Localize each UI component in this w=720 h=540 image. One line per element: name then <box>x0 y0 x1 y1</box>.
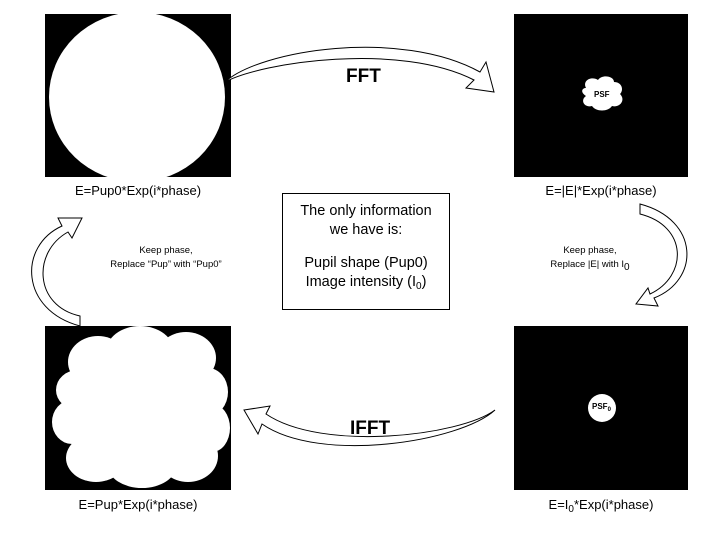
caption-replaced-post: *Exp(i*phase) <box>573 497 654 512</box>
info-line-2: we have is: <box>329 222 403 238</box>
left-note-line1: Keep phase, <box>139 245 193 256</box>
right-note-line1: Keep phase, <box>563 245 617 256</box>
pupil-circle <box>49 12 225 182</box>
info-box: The only information we have is: Pupil s… <box>282 193 450 310</box>
right-loop-arrow <box>635 203 688 307</box>
caption-pupil: E=Pup0*Exp(i*phase) <box>74 183 202 198</box>
caption-replaced-pre: E=I <box>548 497 569 512</box>
caption-field-amplitude: E=|E|*Exp(i*phase) <box>545 183 657 198</box>
psf0-label-main: PSF <box>592 402 608 411</box>
info-line-4-sub: 0 <box>416 281 422 292</box>
psf0-label: PSF0 <box>592 402 611 413</box>
fft-arrow <box>224 46 495 93</box>
left-note-line2: Replace “Pup” with “Pup0” <box>110 259 222 270</box>
info-line-4-pre: Image intensity (I <box>305 274 416 290</box>
psf-blob <box>582 76 623 111</box>
info-line-4: Image intensity (I0) <box>283 273 449 296</box>
right-note-line2-pre: Replace |E| with I <box>550 259 625 270</box>
psf0-label-sub: 0 <box>607 407 611 413</box>
right-note-line2-sub: 0 <box>624 262 630 273</box>
left-step-note: Keep phase, Replace “Pup” with “Pup0” <box>86 244 246 272</box>
info-line-4-post: ) <box>421 274 427 290</box>
fft-label: FFT <box>346 66 381 87</box>
psf0-disc <box>588 394 616 422</box>
right-step-note: Keep phase, Replace |E| with I0 <box>530 244 650 275</box>
info-line-3: Pupil shape (Pup0) <box>304 255 428 271</box>
ifft-label: IFFT <box>350 418 391 439</box>
info-line-1: The only information <box>300 203 432 219</box>
psf-label: PSF <box>594 90 610 99</box>
left-loop-arrow <box>31 217 83 327</box>
distorted-pupil-cloud <box>52 326 230 488</box>
caption-distorted-pupil: E=Pup*Exp(i*phase) <box>78 497 198 512</box>
ifft-arrow <box>243 405 496 447</box>
caption-replaced-sub: 0 <box>568 504 574 515</box>
right-note-line2: Replace |E| with I0 <box>530 258 650 275</box>
caption-replaced-field: E=I0*Exp(i*phase) <box>510 497 692 515</box>
